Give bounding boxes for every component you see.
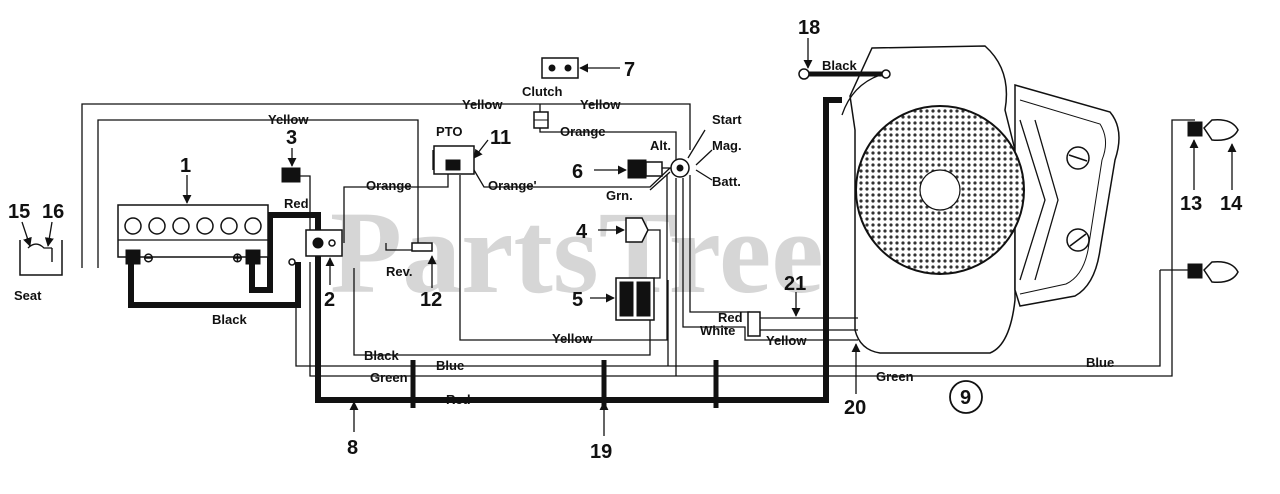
callout-arrows (21, 38, 1237, 436)
callout-1: 1 (180, 155, 191, 177)
connector-6 (627, 159, 663, 179)
light-top (1187, 118, 1239, 142)
label-yellow-top-mid: Yellow (268, 112, 309, 127)
connector-4 (625, 217, 649, 243)
flywheel-hub (919, 169, 961, 211)
wire-labels: Yellow Yellow Yellow Clutch Orange PTO O… (14, 58, 1114, 407)
label-orange-clutch: Orange (560, 124, 606, 139)
label-pto: PTO (436, 124, 463, 139)
label-yellow-right: Yellow (766, 333, 807, 348)
label-batt: Batt. (712, 174, 741, 189)
fuse-holder-7 (541, 57, 579, 79)
callout-2: 2 (324, 289, 335, 311)
label-alt: Alt. (650, 138, 671, 153)
label-red-low: Red (446, 392, 471, 407)
heavy-cables (128, 71, 890, 408)
label-grn: Grn. (606, 188, 633, 203)
callout-21: 21 (784, 273, 806, 295)
label-black-bottom: Black (212, 312, 247, 327)
callout-8: 8 (347, 437, 358, 459)
battery: ⊖ ⊕ (117, 204, 269, 265)
label-blue-low: Blue (436, 358, 464, 373)
label-black-top: Black (822, 58, 857, 73)
battery-plus-label: ⊕ (232, 250, 243, 265)
callout-18: 18 (798, 17, 820, 39)
reverse-switch (411, 242, 433, 252)
light-bottom (1187, 260, 1239, 284)
label-red-top: Red (284, 196, 309, 211)
module-5 (615, 277, 655, 321)
label-seat: Seat (14, 288, 42, 303)
label-red-right: Red (718, 310, 743, 325)
ring-terminal-18b (881, 69, 891, 79)
callout-13: 13 (1180, 193, 1202, 215)
callout-4: 4 (576, 221, 588, 243)
label-blue-right: Blue (1086, 355, 1114, 370)
label-white-right: White (700, 323, 735, 338)
callout-12: 12 (420, 289, 442, 311)
label-mag: Mag. (712, 138, 742, 153)
watermark-text: PartsTree (330, 187, 824, 318)
callout-5: 5 (572, 289, 583, 311)
label-rev: Rev. (386, 264, 413, 279)
callout-6: 6 (572, 161, 583, 183)
callout-19: 19 (590, 441, 612, 463)
connector-21 (747, 311, 761, 337)
callout-11: 11 (490, 127, 511, 149)
ignition-switch (670, 158, 690, 178)
callout-15: 15 (8, 201, 30, 223)
label-start: Start (712, 112, 742, 127)
connector-3 (281, 167, 301, 183)
callout-7: 7 (624, 59, 635, 81)
solenoid (288, 229, 343, 266)
label-green-right: Green (876, 369, 914, 384)
label-yellow-top-right: Yellow (580, 97, 621, 112)
callout-numbers: 1 2 3 4 5 6 7 8 9 11 12 13 14 15 16 18 1… (8, 17, 1243, 463)
seat-switch (19, 240, 63, 276)
battery-minus-label: ⊖ (143, 250, 154, 265)
label-black-low: Black (364, 348, 399, 363)
thin-wires (81, 103, 1195, 377)
clutch-switch (533, 111, 549, 129)
callout-9: 9 (960, 387, 971, 409)
callout-20: 20 (844, 397, 866, 419)
callout-16: 16 (42, 201, 64, 223)
ring-terminal-18 (798, 68, 810, 80)
label-yellow-top-left: Yellow (462, 97, 503, 112)
label-orange-left: Orange (366, 178, 412, 193)
callout-9-circle (949, 380, 983, 414)
pto-switch (433, 145, 475, 175)
label-green-low: Green (370, 370, 408, 385)
label-clutch: Clutch (522, 84, 563, 99)
callout-14: 14 (1220, 193, 1243, 215)
label-orange-mid: Orange' (488, 178, 537, 193)
label-yellow-low: Yellow (552, 331, 593, 346)
callout-3: 3 (286, 127, 297, 149)
engine (841, 45, 1120, 354)
